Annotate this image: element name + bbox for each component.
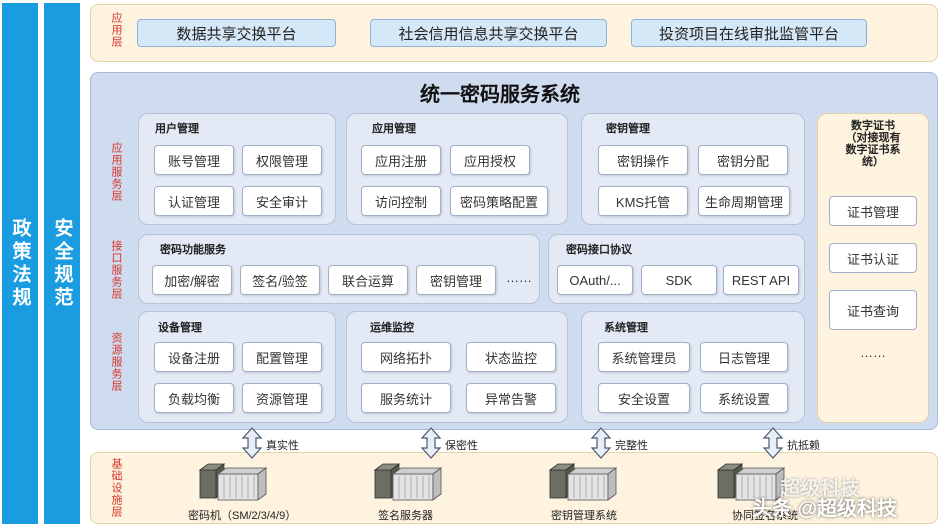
btn-service-stats: 服务统计	[361, 383, 451, 413]
group-key-mgmt-title: 密钥管理	[606, 123, 650, 135]
btn-key-operation: 密钥操作	[598, 145, 688, 175]
btn-cert-manage: 证书管理	[829, 196, 917, 226]
app-data-exchange: 数据共享交换平台	[137, 19, 336, 47]
cert-title: 数字证书 （对接现有 数字证书系 统）	[845, 120, 901, 168]
btn-account-mgmt: 账号管理	[154, 145, 234, 175]
btn-joint-compute: 联合运算	[328, 265, 408, 295]
btn-sign-verify: 签名/验签	[240, 265, 320, 295]
btn-status-monitor: 状态监控	[466, 342, 556, 372]
btn-sys-admin: 系统管理员	[598, 342, 690, 372]
group-app-mgmt-title: 应用管理	[372, 123, 416, 135]
btn-kms-hosting: KMS托管	[598, 186, 688, 216]
btn-config-mgmt: 配置管理	[242, 342, 322, 372]
watermark-sub: 超级科技	[780, 478, 860, 500]
app-investment-platform: 投资项目在线审批监管平台	[631, 19, 867, 47]
arrow-label-integrity: 完整性	[615, 440, 648, 452]
btn-auth-mgmt: 认证管理	[154, 186, 234, 216]
btn-security-audit: 安全审计	[242, 186, 322, 216]
btn-app-authorize: 应用授权	[450, 145, 530, 175]
system-title: 统一密码服务系统	[420, 84, 580, 106]
base-layer-label: 基础设施层	[110, 458, 122, 518]
btn-device-register: 设备注册	[154, 342, 234, 372]
btn-cert-auth: 证书认证	[829, 243, 917, 273]
cert-more: ……	[860, 345, 886, 360]
arrow-label-confidentiality: 保密性	[445, 440, 478, 452]
double-arrow-icon	[420, 427, 442, 459]
arrow-label-authenticity: 真实性	[266, 440, 299, 452]
group-user-mgmt-title: 用户管理	[155, 123, 199, 135]
key-mgmt-system-icon	[549, 463, 617, 501]
btn-exception-alert: 异常告警	[466, 383, 556, 413]
group-crypto-func-title: 密码功能服务	[160, 244, 226, 256]
btn-key-manage: 密钥管理	[416, 265, 496, 295]
group-sys-mgmt-title: 系统管理	[604, 322, 648, 334]
device-key-mgmt-system: 密钥管理系统	[551, 510, 617, 522]
btn-load-balance: 负载均衡	[154, 383, 234, 413]
double-arrow-icon	[590, 427, 612, 459]
btn-key-distribution: 密钥分配	[698, 145, 788, 175]
group-ops-monitor-title: 运维监控	[370, 322, 414, 334]
btn-access-control: 访问控制	[361, 186, 441, 216]
device-crypto-machine: 密码机（SM/2/3/4/9）	[188, 510, 297, 522]
btn-app-register: 应用注册	[361, 145, 441, 175]
btn-network-topology: 网络拓扑	[361, 342, 451, 372]
btn-lifecycle-mgmt: 生命周期管理	[698, 186, 790, 216]
btn-crypto-policy: 密码策略配置	[450, 186, 548, 216]
btn-rest-api: REST API	[723, 265, 799, 295]
label-iface-service: 接口服务层	[110, 240, 122, 300]
btn-oauth: OAuth/...	[557, 265, 633, 295]
label-app-service: 应用服务层	[110, 142, 122, 202]
arrow-label-non-repudiation: 抗抵赖	[787, 440, 820, 452]
group-device-mgmt-title: 设备管理	[158, 322, 202, 334]
btn-permission-mgmt: 权限管理	[242, 145, 322, 175]
security-bar: 安全规范	[44, 3, 80, 524]
app-credit-exchange: 社会信用信息共享交换平台	[370, 19, 607, 47]
crypto-machine-icon	[199, 463, 267, 501]
signature-server-icon	[374, 463, 442, 501]
watermark-text: 头条 @超级科技	[752, 498, 898, 520]
double-arrow-icon	[241, 427, 263, 459]
group-crypto-iface-title: 密码接口协议	[566, 244, 632, 256]
crypto-func-more: ……	[506, 270, 532, 285]
device-signature-server: 签名服务器	[378, 510, 433, 522]
btn-security-settings: 安全设置	[598, 383, 690, 413]
device-collab-sign-system: 协同签名系统	[732, 510, 798, 522]
label-resource-service: 资源服务层	[110, 332, 122, 392]
double-arrow-icon	[762, 427, 784, 459]
btn-log-mgmt: 日志管理	[700, 342, 788, 372]
btn-sdk: SDK	[641, 265, 717, 295]
btn-system-settings: 系统设置	[700, 383, 788, 413]
btn-cert-query: 证书查询	[829, 290, 917, 330]
app-layer-label: 应用层	[110, 12, 122, 48]
btn-encrypt-decrypt: 加密/解密	[152, 265, 232, 295]
btn-resource-mgmt: 资源管理	[242, 383, 322, 413]
policy-bar: 政策法规	[2, 3, 38, 524]
